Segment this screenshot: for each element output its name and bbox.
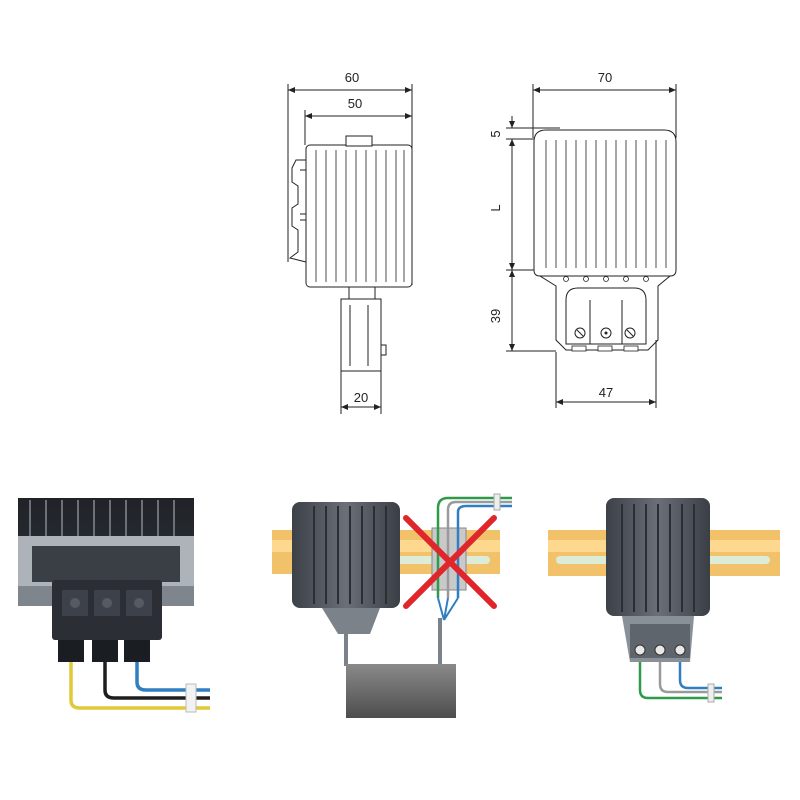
side-terminal-block bbox=[340, 298, 382, 372]
front-terminal-screws bbox=[574, 327, 636, 339]
component-below bbox=[346, 664, 456, 718]
red-x-cross-icon bbox=[403, 515, 497, 609]
din-clip-outline bbox=[288, 159, 307, 263]
dim-side-body-width: 50 bbox=[348, 96, 362, 111]
photo-terminal-closeup bbox=[18, 498, 210, 713]
wire-black bbox=[103, 662, 210, 700]
photo-wrong-mounting bbox=[272, 493, 512, 718]
dim-side-total-width: 60 bbox=[345, 70, 359, 85]
dim-side-terminal-width: 20 bbox=[354, 390, 368, 405]
front-body-outline bbox=[533, 129, 677, 277]
dim-front-terminal-width: 47 bbox=[599, 385, 613, 400]
photo-correct-mounting bbox=[548, 498, 780, 703]
dim-front-width: 70 bbox=[598, 70, 612, 85]
wire-yellow bbox=[69, 662, 210, 710]
side-terminal-neck bbox=[348, 286, 376, 300]
front-view-drawing: 70 5 L 39 bbox=[488, 70, 677, 408]
dim-front-height: L bbox=[488, 204, 503, 211]
screw-icon bbox=[634, 644, 686, 656]
wire-blue bbox=[135, 662, 210, 692]
heater-body-wrong bbox=[292, 502, 400, 608]
side-top-cap bbox=[345, 135, 373, 147]
dim-front-top-gap: 5 bbox=[488, 130, 503, 137]
side-view-drawing: 60 50 20 bbox=[287, 70, 413, 414]
dim-front-terminal-height: 39 bbox=[488, 309, 503, 323]
